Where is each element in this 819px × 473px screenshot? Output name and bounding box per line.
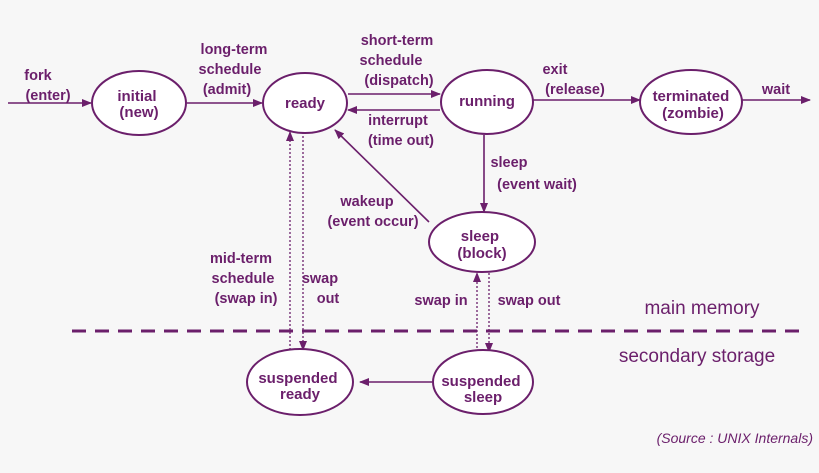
source-credit: (Source : UNIX Internals) (657, 430, 813, 446)
state-initial (91, 70, 187, 136)
ready-label: ready (285, 95, 326, 112)
suspended-ready-label: suspended ready (258, 370, 341, 403)
swap-out-sleep-label: swap out (498, 293, 561, 309)
wakeup-arrow (334, 129, 430, 223)
state-ready (262, 72, 348, 134)
mid-term-label: mid-term schedule (swap in) (210, 251, 278, 307)
long-term-label: long-term schedule (admit) (199, 42, 272, 98)
wakeup-label: wakeup (event occur) (327, 194, 418, 230)
suspended-sleep-label: suspended sleep (441, 373, 524, 406)
swap-in-sleep-label: swap in (414, 293, 467, 309)
state-terminated (639, 69, 743, 135)
state-sleep (428, 211, 536, 273)
exit-label: exit (release) (542, 62, 605, 98)
main-memory-label: main memory (644, 298, 760, 319)
sleep-transition-label: sleep (event wait) (490, 155, 577, 193)
sleep-label: sleep (block) (457, 228, 506, 262)
state-running (440, 69, 534, 135)
state-suspended-ready (246, 348, 354, 416)
interrupt-label: interrupt (time out) (368, 113, 434, 149)
swap-out-ready-label: swap out (302, 271, 342, 307)
fork-label: fork (enter) (24, 68, 70, 104)
terminated-label: terminated (zombie) (653, 88, 734, 122)
initial-label: initial (new) (117, 88, 160, 121)
running-label: running (459, 93, 515, 110)
secondary-storage-label: secondary storage (619, 346, 775, 367)
short-term-label: short-term schedule (dispatch) (360, 33, 438, 89)
state-suspended-sleep (432, 349, 534, 415)
wait-label: wait (761, 82, 790, 98)
